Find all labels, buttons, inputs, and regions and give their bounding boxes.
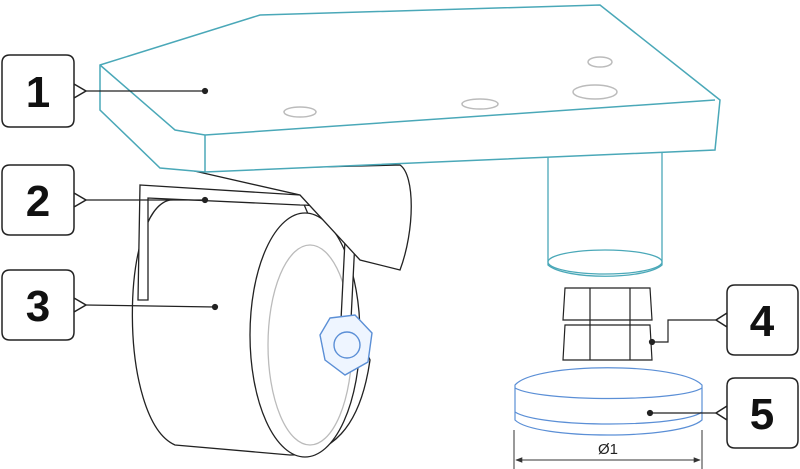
callout-2: 2 — [1, 164, 88, 236]
fork-bracket — [137, 164, 412, 341]
callout-number: 2 — [26, 177, 50, 226]
leader-lines — [84, 87, 716, 417]
callout-number: 4 — [750, 297, 775, 346]
callout-number: 5 — [750, 390, 774, 439]
axle-nut — [319, 314, 373, 376]
callout-1: 1 — [1, 54, 88, 128]
callout-number: 3 — [26, 282, 50, 331]
dimension-label: Ø1 — [598, 441, 618, 458]
callout-3: 3 — [1, 269, 88, 341]
callout-number: 1 — [26, 68, 50, 117]
leveling-stem — [547, 149, 663, 277]
callout-4: 4 — [714, 284, 799, 356]
wheel — [131, 194, 371, 458]
hex-nuts — [562, 287, 653, 361]
diameter-dimension — [513, 430, 703, 469]
callout-5: 5 — [714, 377, 799, 449]
leveling-foot — [514, 367, 703, 436]
mounting-plate — [99, 4, 721, 173]
